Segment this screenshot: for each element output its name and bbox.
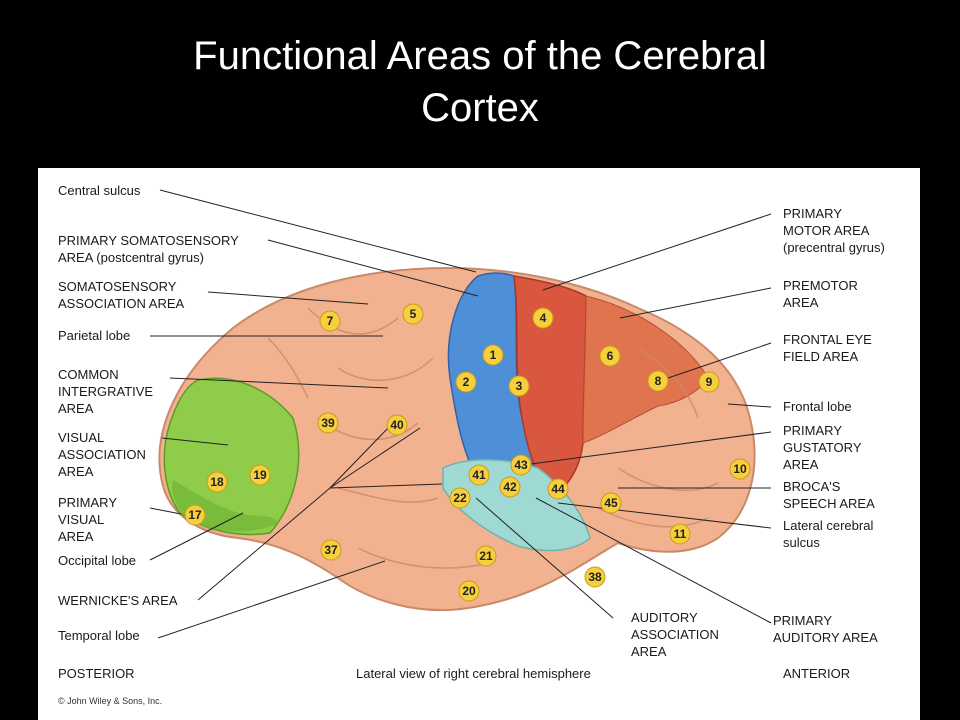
svg-text:4: 4 [540,311,547,325]
svg-text:41: 41 [472,468,486,482]
badge-43: 43 [510,454,532,476]
badge-10: 10 [729,458,751,480]
svg-text:9: 9 [706,375,713,389]
premotor-area [582,295,709,444]
badge-41: 41 [468,464,490,486]
title-line-2: Cortex [421,86,539,130]
svg-text:37: 37 [324,543,338,557]
badge-40: 40 [386,414,408,436]
leader-lines [149,189,772,639]
svg-text:20: 20 [462,584,476,598]
slide-title: Functional Areas of the Cerebral Cortex [0,30,960,134]
svg-text:18: 18 [210,475,224,489]
label-occipital-lobe: Occipital lobe [58,553,136,568]
badge-6: 6 [599,345,621,367]
badge-45: 45 [600,492,622,514]
badge-1: 1 [482,344,504,366]
footer-posterior: POSTERIOR [58,666,135,681]
label-central-sulcus: Central sulcus [58,183,141,198]
svg-text:3: 3 [516,379,523,393]
badge-18: 18 [206,471,228,493]
badge-42: 42 [499,476,521,498]
svg-text:2: 2 [463,375,470,389]
svg-text:8: 8 [655,374,662,388]
svg-text:38: 38 [588,570,602,584]
label-temporal-lobe: Temporal lobe [58,628,140,643]
svg-text:17: 17 [188,508,202,522]
badge-19: 19 [249,464,271,486]
badge-4: 4 [532,307,554,329]
badge-17: 17 [184,504,206,526]
badge-8: 8 [647,370,669,392]
svg-text:6: 6 [607,349,614,363]
brodmann-badges: 1 2 3 4 5 6 7 8 9 10 11 17 18 19 20 21 2… [184,303,751,602]
badge-21: 21 [475,545,497,567]
svg-text:1: 1 [490,348,497,362]
svg-text:44: 44 [551,482,565,496]
badge-9: 9 [698,371,720,393]
svg-text:10: 10 [733,462,747,476]
label-wernickes-area: WERNICKE'S AREA [58,593,178,608]
svg-text:45: 45 [604,496,618,510]
svg-text:7: 7 [327,314,334,328]
badge-22: 22 [449,487,471,509]
copyright-text: © John Wiley & Sons, Inc. [58,696,162,706]
badge-37: 37 [320,539,342,561]
badge-39: 39 [317,412,339,434]
title-line-1: Functional Areas of the Cerebral [193,34,767,78]
footer-caption: Lateral view of right cerebral hemispher… [356,666,591,681]
badge-44: 44 [547,478,569,500]
badge-2: 2 [455,371,477,393]
svg-text:21: 21 [479,549,493,563]
svg-text:39: 39 [321,416,335,430]
footer-anterior: ANTERIOR [783,666,850,681]
svg-text:11: 11 [674,527,687,541]
badge-7: 7 [319,310,341,332]
badge-38: 38 [584,566,606,588]
badge-20: 20 [458,580,480,602]
svg-text:40: 40 [390,418,404,432]
svg-text:43: 43 [514,458,528,472]
label-parietal-lobe: Parietal lobe [58,328,130,343]
badge-3: 3 [508,375,530,397]
svg-text:42: 42 [503,480,517,494]
badge-11: 11 [669,523,691,545]
svg-text:5: 5 [410,307,417,321]
badge-5: 5 [402,303,424,325]
svg-text:19: 19 [253,468,267,482]
label-frontal-lobe: Frontal lobe [783,399,852,414]
svg-text:22: 22 [453,491,467,505]
